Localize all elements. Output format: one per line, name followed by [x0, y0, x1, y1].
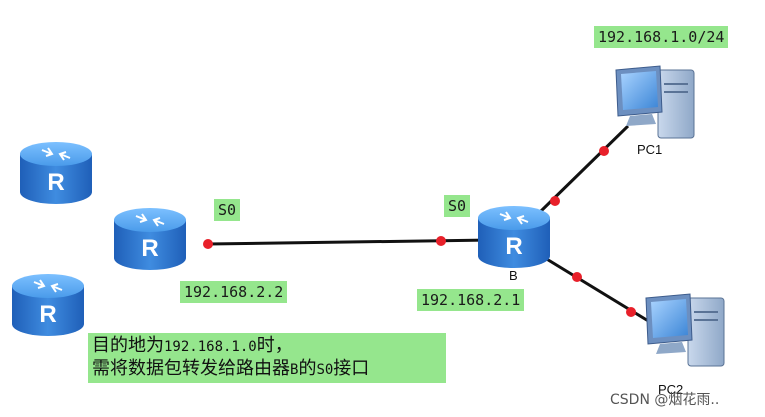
note-interface: S0 — [316, 362, 334, 378]
routing-note: 目的地为192.168.1.0时， 需将数据包转发给路由器B的S0接口 — [88, 333, 446, 383]
routing-note-line-1: 目的地为192.168.1.0时， — [92, 335, 442, 358]
router-arrows-icon — [33, 279, 63, 293]
note-text: 时， — [256, 335, 293, 356]
port-dot-pc1 — [599, 146, 609, 156]
ip-label-router-b: 192.168.2.1 — [417, 289, 525, 311]
router-top-left: R — [20, 142, 92, 204]
note-text: 需将数据包转发给路由器 — [92, 358, 290, 379]
port-dot-b-s0 — [436, 236, 446, 246]
pc1-computer-icon — [615, 65, 695, 139]
link-a-b — [207, 238, 493, 246]
port-dot-b-pc2 — [572, 272, 582, 282]
router-b: R — [478, 206, 550, 268]
router-glyph: R — [47, 169, 64, 196]
s0-label-router-b: S0 — [444, 195, 471, 217]
note-text: 接口 — [333, 358, 370, 379]
router-glyph: R — [505, 233, 522, 260]
pc2-name: PC2 — [658, 382, 684, 397]
routing-note-line-2: 需将数据包转发给路由器B的S0接口 — [92, 358, 442, 381]
port-dot-pc2 — [626, 307, 636, 317]
note-text: 的 — [298, 358, 317, 379]
router-b-name: B — [509, 268, 518, 283]
port-dot-b-pc1 — [550, 196, 560, 206]
router-arrows-icon — [41, 147, 71, 161]
network-label: 192.168.1.0/24 — [594, 26, 729, 48]
note-text: 目的地为 — [92, 335, 164, 356]
router-glyph: R — [39, 301, 56, 328]
router-glyph: R — [141, 235, 158, 262]
router-arrows-icon — [135, 213, 165, 227]
router-bottom-left: R — [12, 274, 84, 336]
pc1-name: PC1 — [637, 142, 663, 157]
s0-label-router-a: S0 — [214, 199, 241, 221]
pc2-computer-icon — [645, 293, 725, 367]
port-dot-a-s0 — [203, 239, 213, 249]
note-ip: 192.168.1.0 — [164, 339, 257, 355]
router-arrows-icon — [499, 211, 529, 225]
note-router: B — [290, 362, 299, 378]
ip-label-router-a: 192.168.2.2 — [180, 281, 288, 303]
router-a: R — [114, 208, 186, 270]
watermark: CSDN @烟花雨.. — [610, 392, 720, 408]
